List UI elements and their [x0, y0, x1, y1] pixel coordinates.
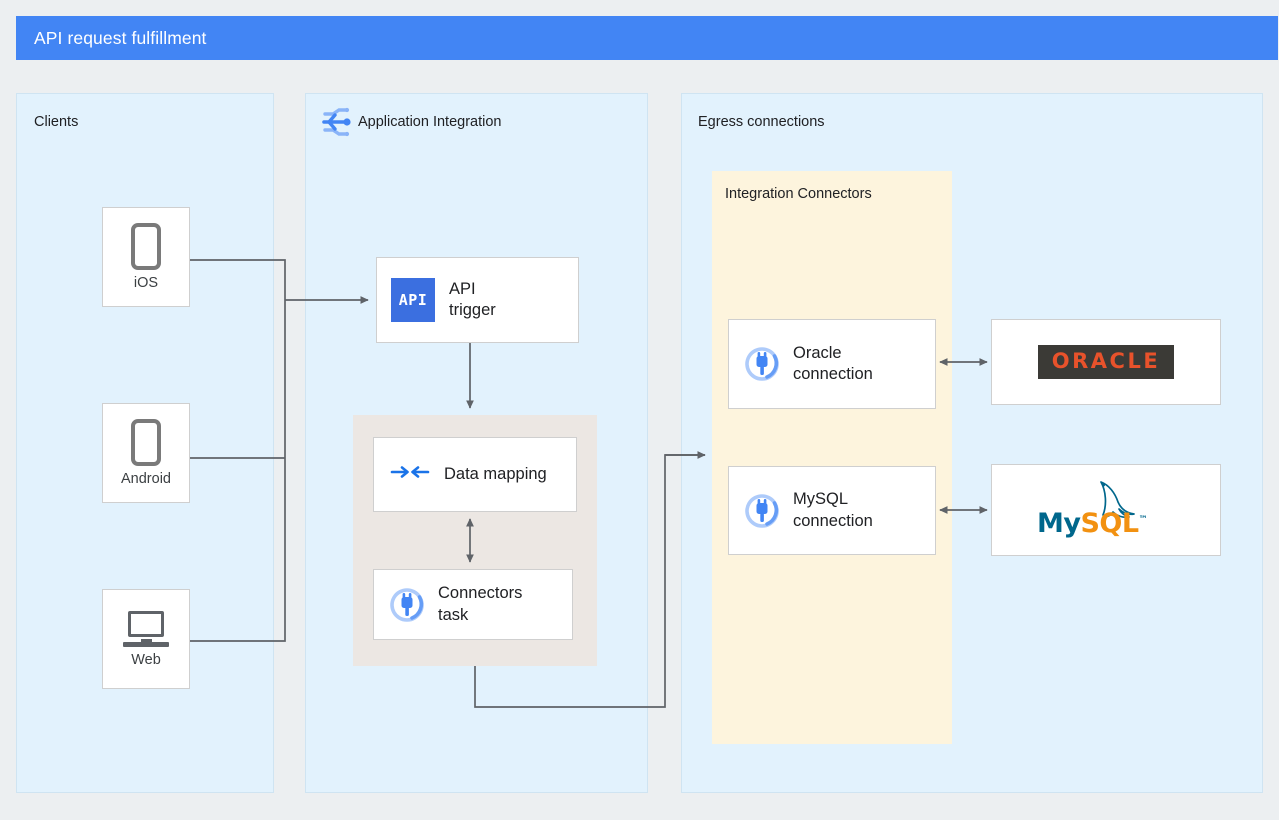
node-connectors-task-label: Connectors task: [438, 584, 523, 624]
node-mysql-connection[interactable]: MySQL connection: [728, 466, 936, 555]
laptop-icon: [123, 610, 169, 647]
application-integration-icon: [318, 104, 354, 140]
data-mapping-icon: [390, 461, 430, 488]
client-card-ios[interactable]: iOS: [102, 207, 190, 307]
client-label-android: Android: [121, 471, 171, 487]
client-card-web[interactable]: Web: [102, 589, 190, 689]
plug-icon: [388, 586, 426, 624]
subpanel-integration-connectors: Integration Connectors: [712, 171, 952, 744]
phone-icon: [131, 223, 161, 270]
oracle-logo: ORACLE: [1037, 345, 1175, 379]
logo-box-oracle: ORACLE: [991, 319, 1221, 405]
client-label-ios: iOS: [133, 275, 159, 291]
mysql-wordmark: MySQL™: [1037, 508, 1148, 539]
logo-box-mysql: MySQL™: [991, 464, 1221, 556]
node-data-mapping-label: Data mapping: [444, 464, 547, 483]
node-oracle-connection[interactable]: Oracle connection: [728, 319, 936, 409]
client-label-web: Web: [131, 651, 161, 668]
mysql-logo: MySQL™: [1031, 477, 1181, 543]
panel-application-integration-label: Application Integration: [358, 114, 502, 130]
diagram-title-bar: API request fulfillment: [16, 16, 1278, 60]
phone-icon: [131, 419, 161, 466]
node-mysql-connection-label: MySQL connection: [793, 490, 873, 530]
panel-clients-label: Clients: [34, 114, 79, 130]
page-title: API request fulfillment: [34, 27, 207, 48]
node-connectors-task[interactable]: Connectors task: [373, 569, 573, 640]
node-api-trigger[interactable]: API API trigger: [376, 257, 579, 343]
plug-icon: [743, 345, 781, 383]
node-api-trigger-label: API trigger: [449, 279, 496, 319]
client-card-android[interactable]: Android: [102, 403, 190, 503]
api-badge-icon: API: [391, 278, 435, 322]
node-oracle-connection-label: Oracle connection: [793, 343, 873, 383]
subpanel-integration-connectors-label: Integration Connectors: [725, 186, 872, 202]
panel-egress-label: Egress connections: [698, 114, 825, 130]
node-data-mapping[interactable]: Data mapping: [373, 437, 577, 512]
plug-icon: [743, 492, 781, 530]
